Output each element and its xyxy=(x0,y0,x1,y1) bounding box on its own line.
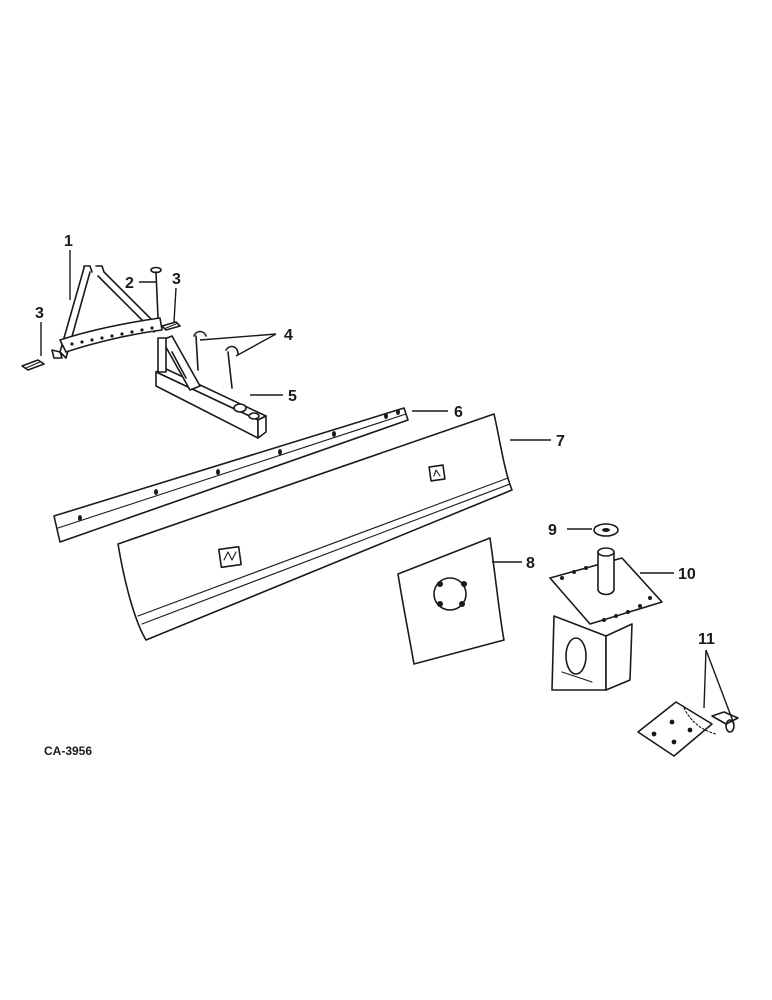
callout-8: 8 xyxy=(526,555,535,572)
callout-7: 7 xyxy=(556,433,565,450)
callout-11: 11 xyxy=(698,631,715,648)
part-hook-bolts xyxy=(193,330,239,389)
part-linch-pin-left xyxy=(21,359,45,371)
part-pin-plate-chain xyxy=(637,701,739,757)
part-blade xyxy=(117,413,513,641)
part-washer xyxy=(593,523,619,537)
figure-code: CA-3956 xyxy=(44,744,92,758)
part-reinforcement-plate xyxy=(397,537,505,665)
part-cutting-edge xyxy=(53,407,409,543)
callout-5: 5 xyxy=(288,388,297,405)
part-mounting-bracket xyxy=(155,335,267,439)
part-hitch-frame xyxy=(51,265,163,359)
callout-9: 9 xyxy=(548,522,557,539)
callout-1: 1 xyxy=(64,233,73,250)
callout-3-right: 3 xyxy=(172,271,181,288)
callout-2: 2 xyxy=(125,275,134,292)
callout-3-left: 3 xyxy=(35,305,44,322)
callout-10: 10 xyxy=(678,566,696,583)
part-pin xyxy=(150,266,162,319)
part-pivot-assembly xyxy=(549,547,663,691)
part-linch-pin-right xyxy=(161,321,181,331)
callout-6: 6 xyxy=(454,404,463,421)
leader-lines xyxy=(40,250,735,725)
callout-4: 4 xyxy=(284,327,293,344)
